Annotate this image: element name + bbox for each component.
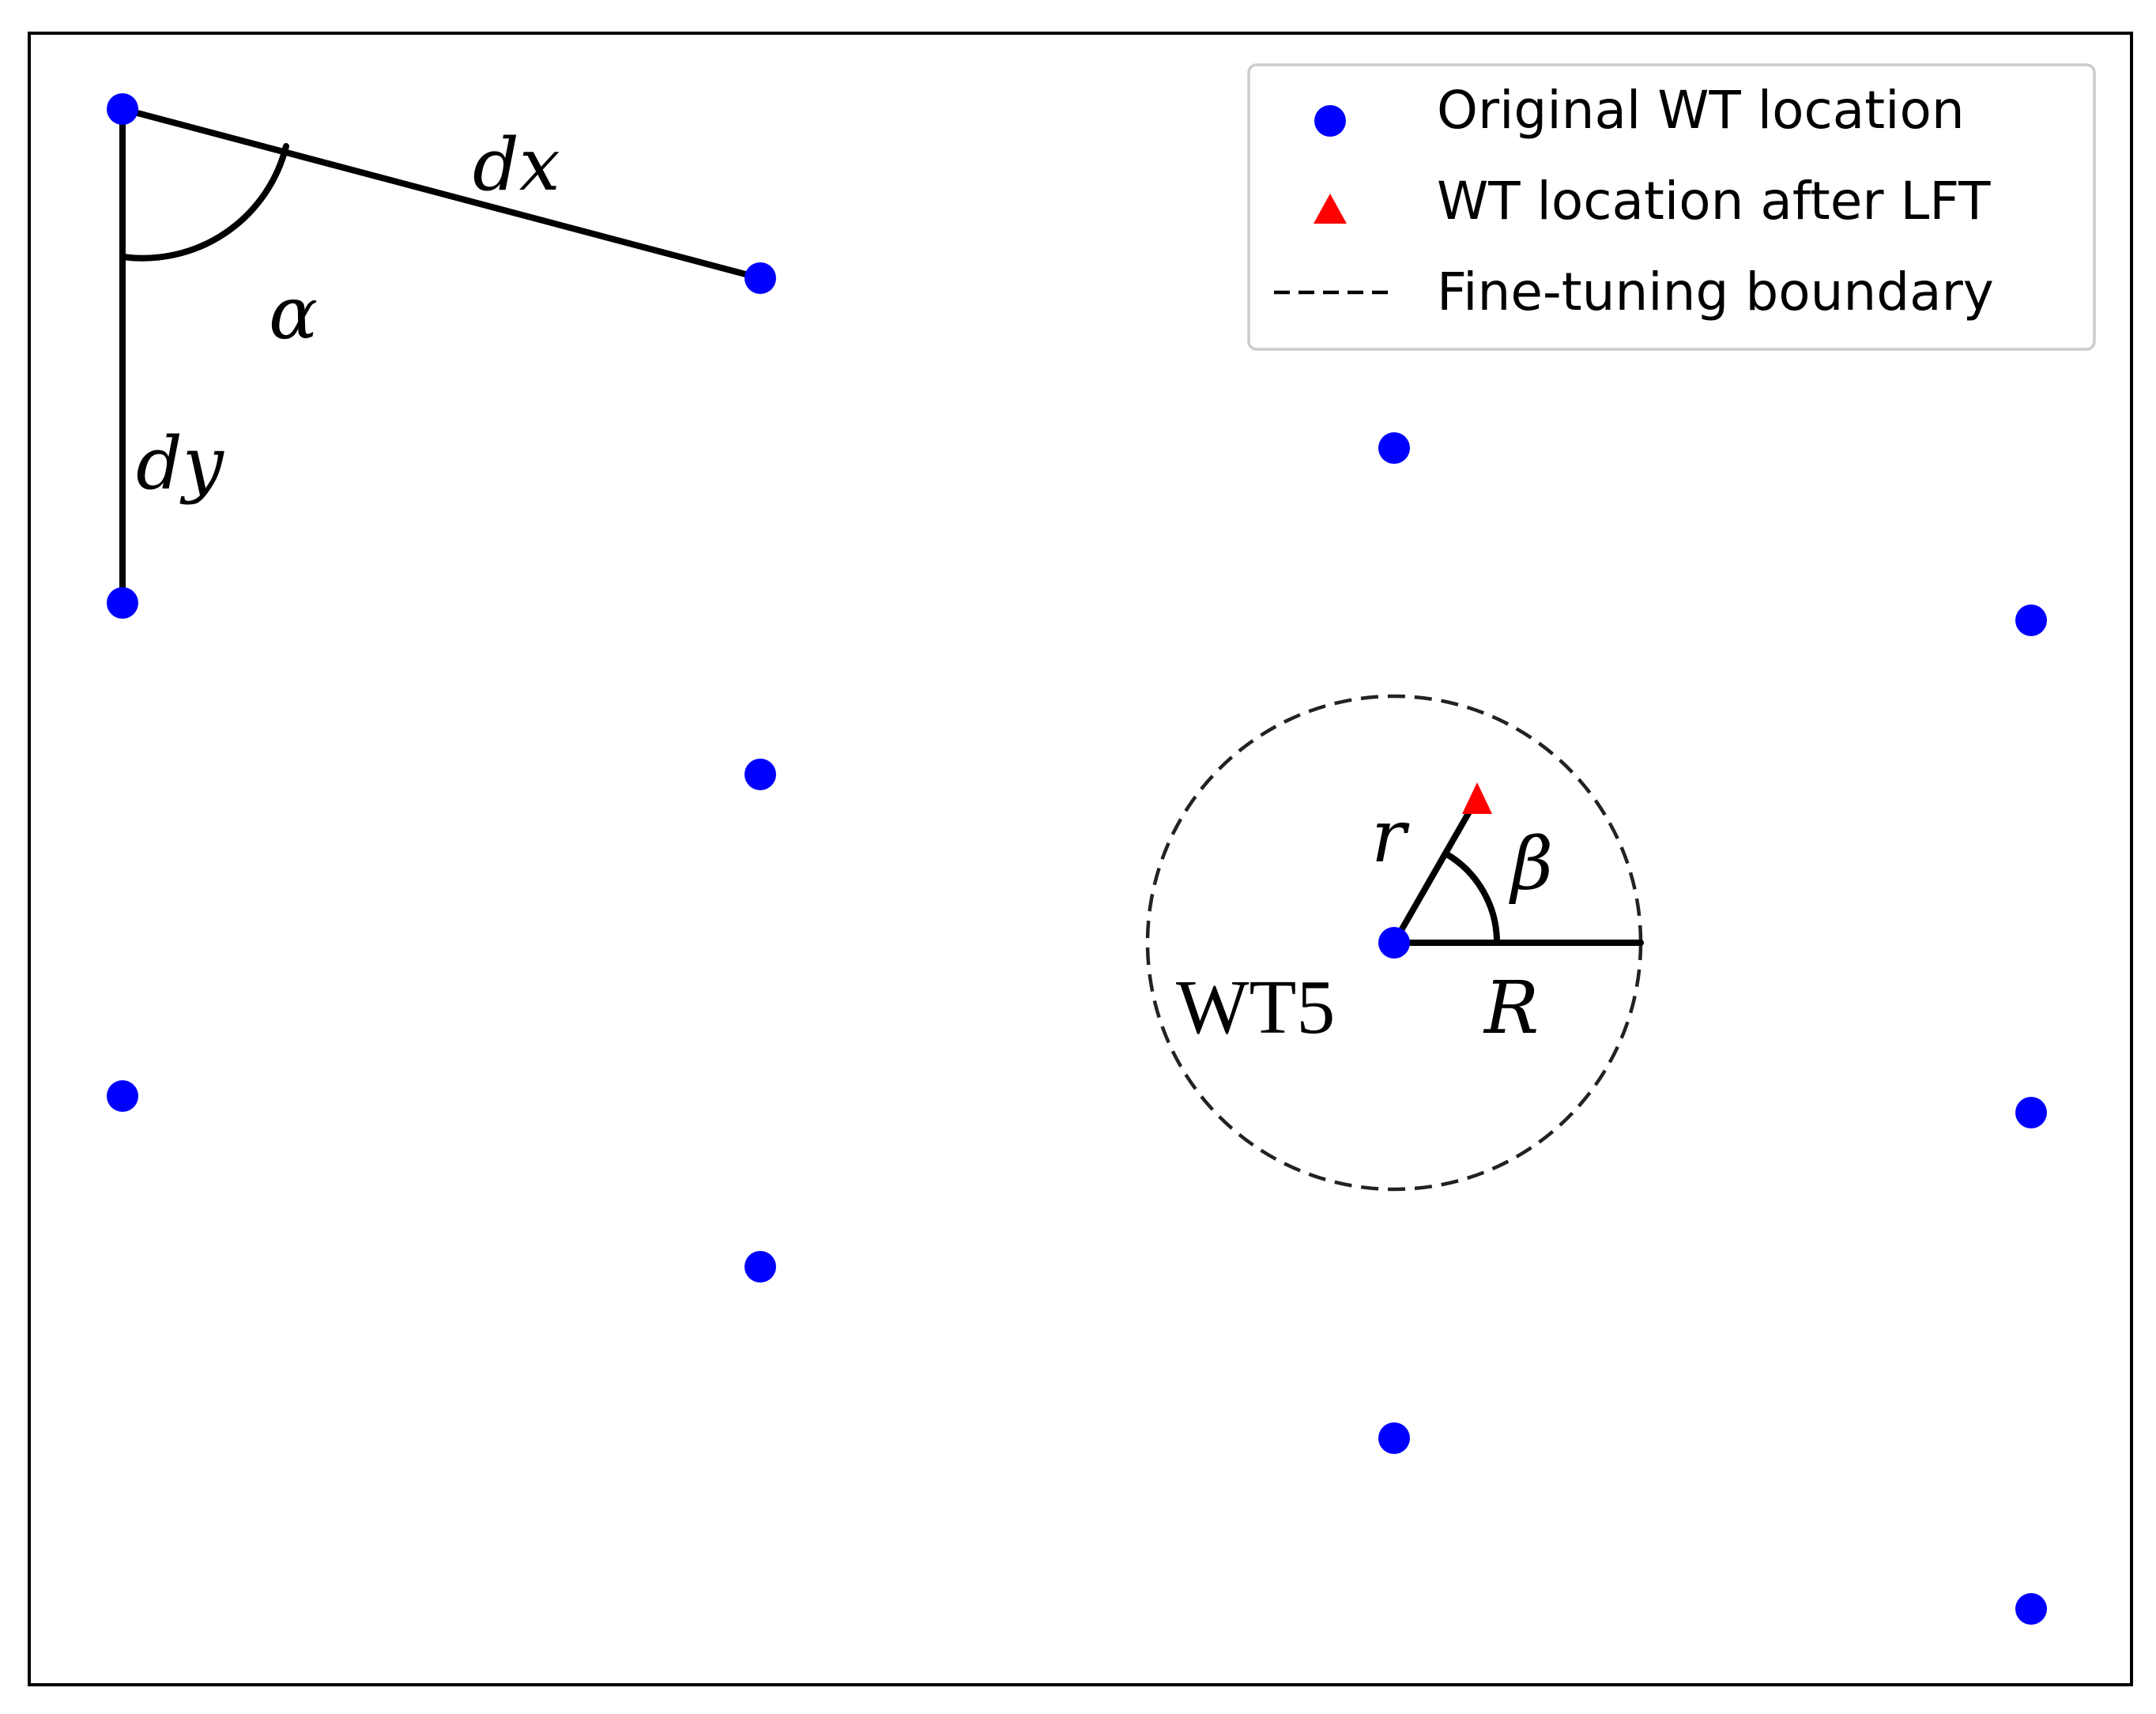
wt-marker <box>107 1080 138 1112</box>
legend-box <box>1247 63 2096 351</box>
moved-wt-marker <box>1462 782 1492 814</box>
wt-marker <box>1378 432 1410 464</box>
wt-marker <box>744 759 776 790</box>
legend-triangle-marker <box>1314 194 1347 224</box>
wt-marker <box>2015 1097 2047 1128</box>
legend-label-boundary: Fine-tuning boundary <box>1437 262 1994 322</box>
dy-symbol: dy <box>136 421 224 506</box>
legend: Original WT location WT location after L… <box>1247 63 2096 351</box>
wt-marker <box>744 262 776 294</box>
alpha-arc <box>119 143 289 262</box>
R-symbol: R <box>1483 966 1539 1050</box>
plot-frame <box>28 32 2133 1686</box>
dx-symbol: dx <box>473 122 560 207</box>
wt-marker <box>1378 927 1410 959</box>
original-wt-markers <box>107 93 2047 1625</box>
wt-marker <box>107 93 138 125</box>
wt-marker <box>2015 1593 2047 1625</box>
wt-marker <box>744 1251 776 1283</box>
wt-marker <box>1378 1422 1410 1454</box>
alpha-symbol: α <box>269 271 318 356</box>
r-line <box>1391 795 1480 946</box>
beta-arc <box>1442 850 1501 946</box>
wt-marker <box>2015 605 2047 636</box>
legend-circle-marker <box>1314 105 1346 137</box>
beta-symbol: β <box>1509 822 1553 906</box>
wt-marker <box>107 587 138 619</box>
legend-label-original: Original WT location <box>1437 80 1965 141</box>
dx-line <box>119 106 763 281</box>
turbine-label-wt5: WT5 <box>1176 965 1335 1050</box>
legend-label-after-lft: WT location after LFT <box>1437 171 1991 232</box>
r-symbol: r <box>1371 794 1410 879</box>
